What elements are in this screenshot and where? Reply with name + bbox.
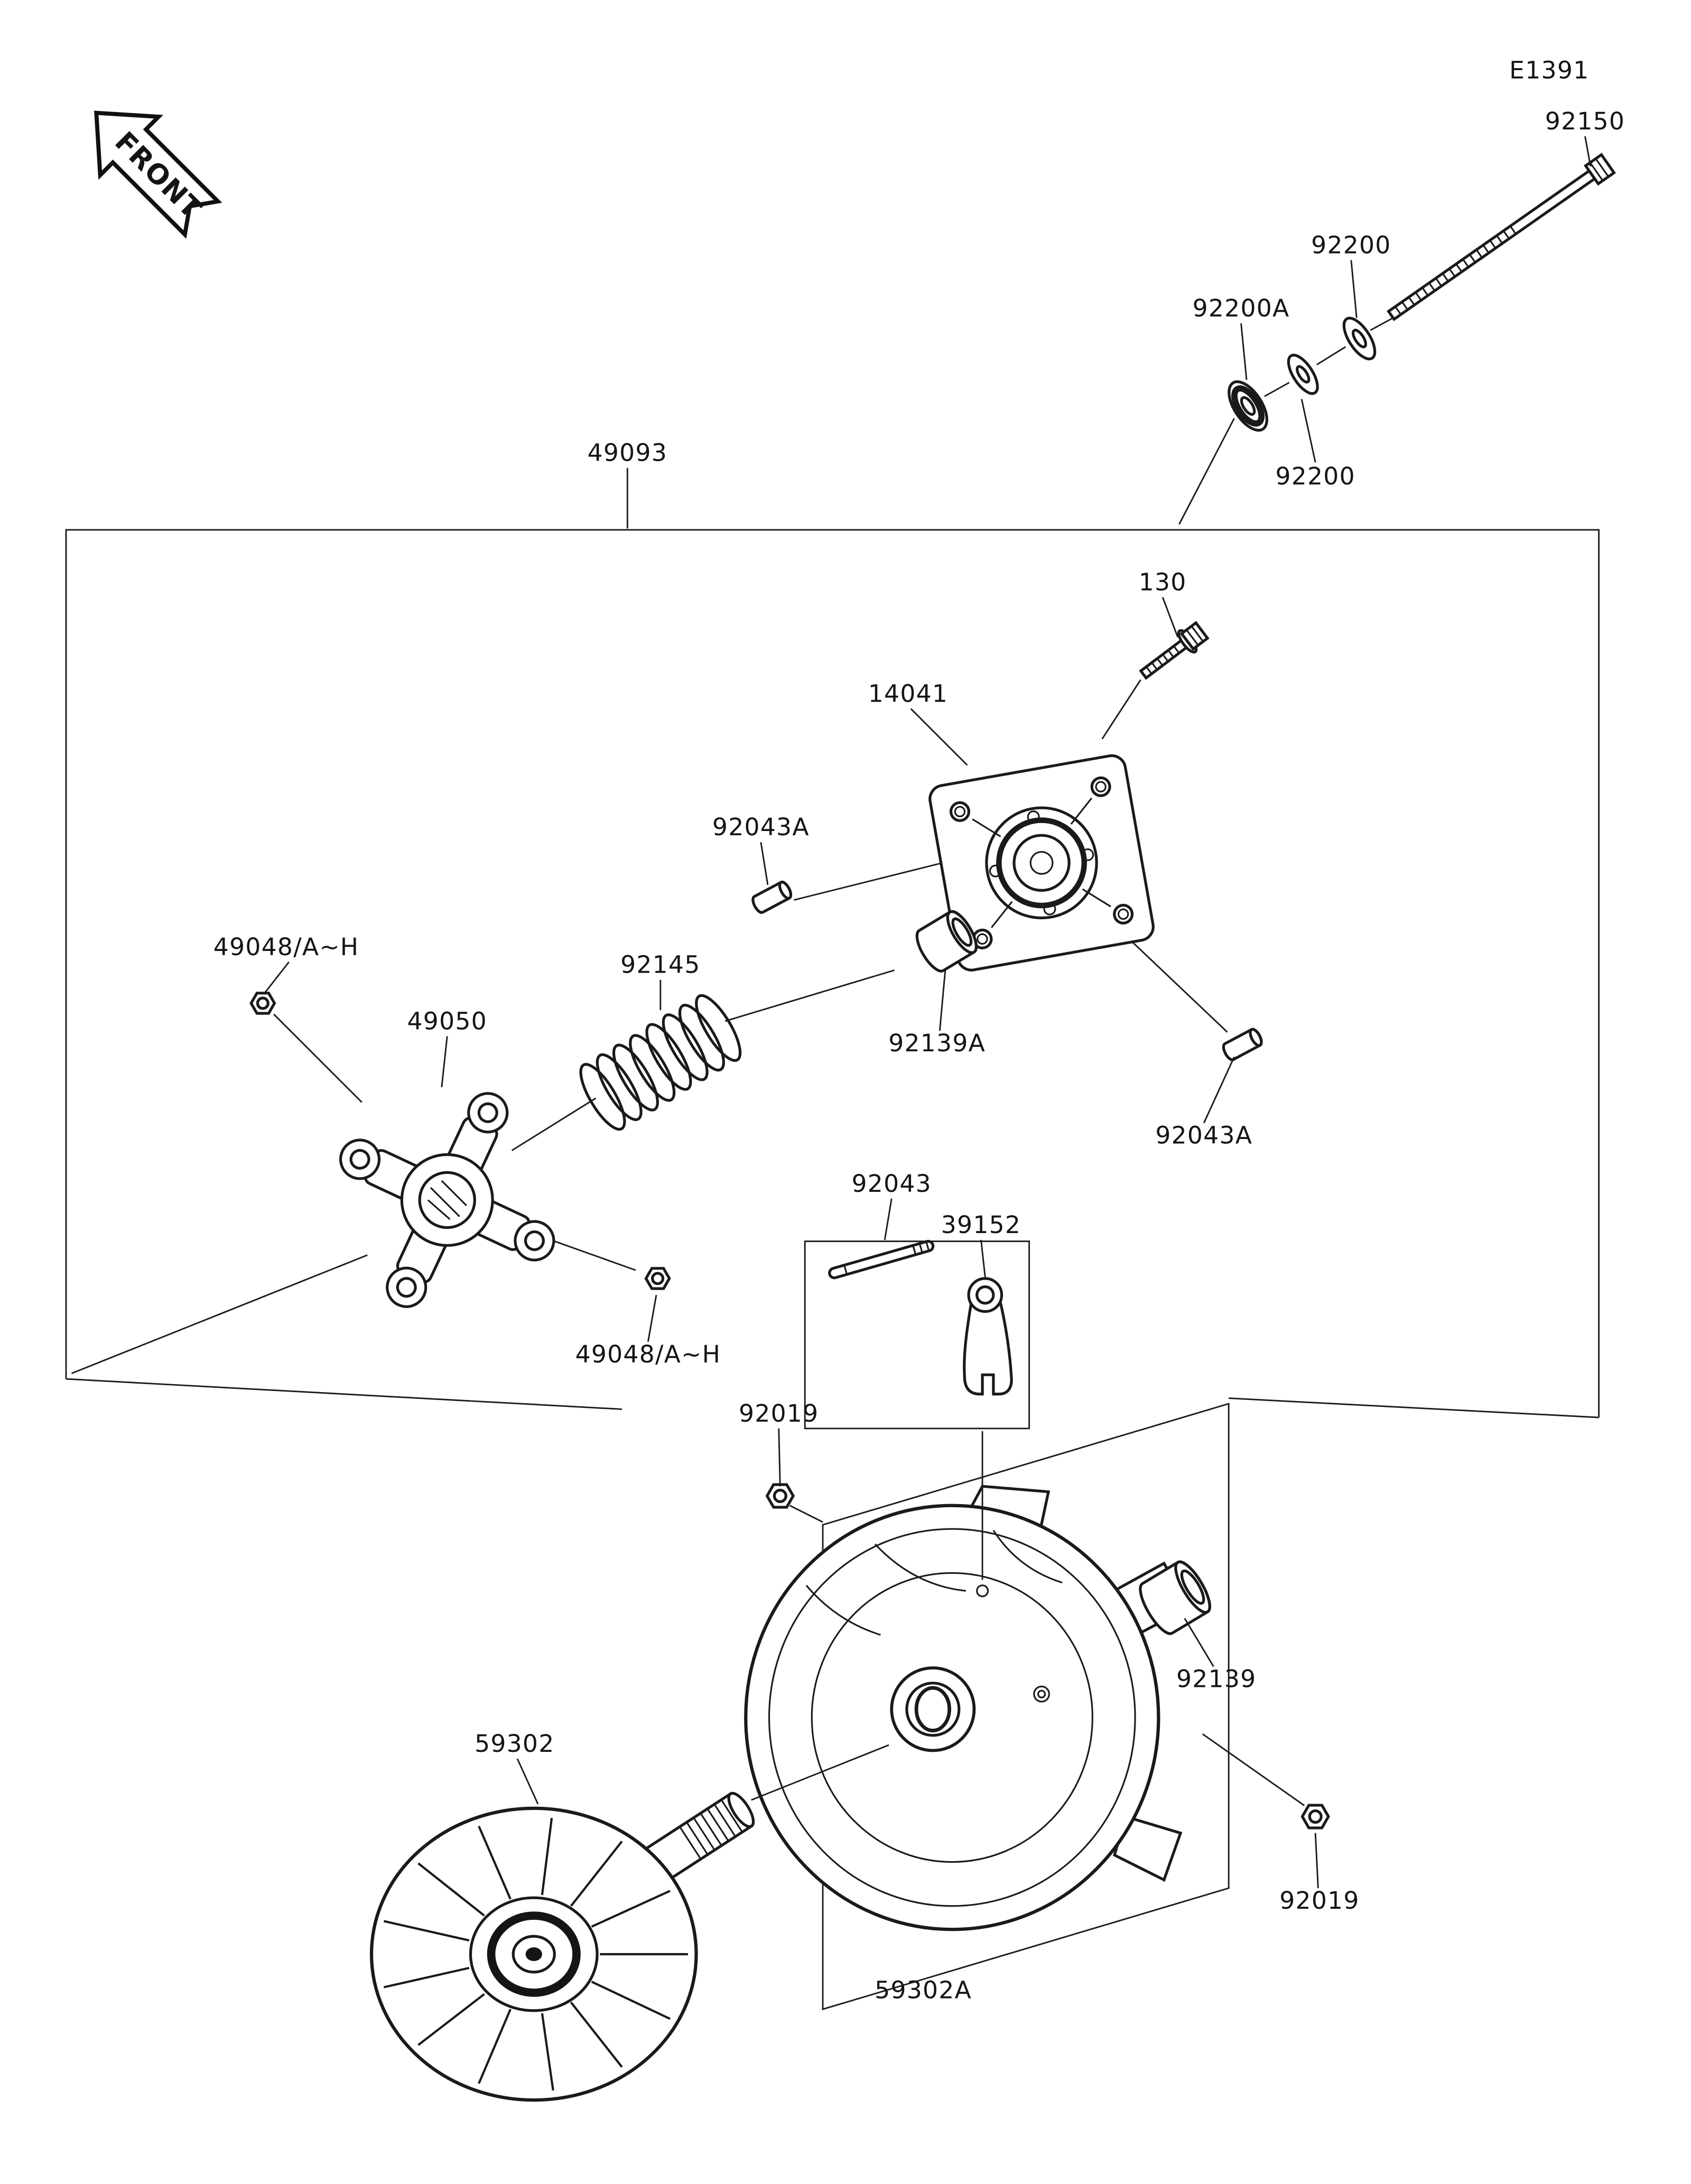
callout-39152: 39152 bbox=[941, 1211, 1021, 1239]
part-pin-92043A-left bbox=[751, 880, 793, 914]
part-washer-92200-upper bbox=[1342, 316, 1377, 361]
leader-92019-lower bbox=[1314, 1833, 1319, 1889]
axis-bolt130-plate bbox=[1101, 679, 1141, 740]
axis-nut-spider bbox=[273, 1013, 363, 1103]
part-spider-49050 bbox=[339, 1092, 555, 1308]
axis-nut-sheavebox bbox=[789, 1505, 823, 1523]
callout-92200-upper: 92200 bbox=[1311, 231, 1391, 259]
weight-group-box bbox=[804, 1240, 1030, 1430]
callout-92145: 92145 bbox=[620, 951, 700, 979]
callout-14041: 14041 bbox=[868, 679, 948, 707]
part-bolt-130 bbox=[1139, 621, 1210, 680]
main-group-box bbox=[65, 529, 1600, 1418]
part-weight-39152 bbox=[963, 1277, 1013, 1396]
callout-92043: 92043 bbox=[852, 1170, 932, 1198]
callout-92043A-left: 92043A bbox=[712, 813, 810, 841]
main-group-box-bottom-left bbox=[66, 1378, 622, 1410]
leader-92043 bbox=[884, 1198, 893, 1240]
callout-92019-lower: 92019 bbox=[1279, 1887, 1359, 1915]
callout-92200-lower: 92200 bbox=[1275, 462, 1355, 490]
axis-nut-sheave bbox=[1202, 1733, 1305, 1806]
leader-49050 bbox=[441, 1036, 448, 1088]
axis-spider-corner bbox=[71, 1254, 368, 1375]
callout-59302: 59302 bbox=[475, 1730, 554, 1758]
axis-spring-spider bbox=[511, 1097, 597, 1151]
part-movable-sheave-59302A bbox=[744, 1485, 1191, 1931]
callout-49048-lower: 49048/A~H bbox=[575, 1340, 721, 1368]
leader-92200-lower bbox=[1300, 399, 1316, 463]
axis-plate-pin bbox=[794, 858, 960, 901]
axis-washer-bearing bbox=[1264, 381, 1290, 397]
callout-92043A-right: 92043A bbox=[1155, 1122, 1252, 1150]
part-pin-92043 bbox=[828, 1239, 935, 1280]
leader-130 bbox=[1162, 597, 1179, 638]
axis-bearing-box bbox=[1178, 418, 1235, 525]
page-code: E1391 bbox=[1509, 56, 1589, 84]
fan-blades bbox=[383, 1817, 688, 2091]
part-spring-92145 bbox=[579, 994, 742, 1131]
part-nut-49048-left bbox=[249, 992, 276, 1015]
part-ramp-plate-14041 bbox=[928, 754, 1155, 972]
leader-49048-left bbox=[263, 961, 290, 994]
callout-49093: 49093 bbox=[588, 439, 667, 467]
callout-92150: 92150 bbox=[1545, 107, 1625, 135]
leader-92150 bbox=[1584, 136, 1592, 167]
leader-14041 bbox=[910, 708, 968, 766]
part-nut-92019-lower bbox=[1300, 1804, 1330, 1830]
leader-49048-lower bbox=[647, 1294, 657, 1342]
callout-130: 130 bbox=[1139, 568, 1187, 596]
part-bushing-92139 bbox=[1139, 1560, 1211, 1635]
part-nut-92019-upper bbox=[765, 1483, 795, 1509]
axis-spring-bushing bbox=[724, 969, 895, 1022]
axis-spider-nut2 bbox=[539, 1235, 636, 1271]
main-group-box-bottom-right bbox=[1229, 1397, 1599, 1418]
part-washer-92200-lower bbox=[1287, 353, 1319, 395]
leader-92019-upper bbox=[778, 1428, 781, 1487]
callout-49048-left: 49048/A~H bbox=[213, 933, 359, 961]
leader-92043A-right bbox=[1203, 1056, 1235, 1124]
part-bushing-92139A bbox=[915, 910, 978, 973]
leader-92043A-left bbox=[760, 842, 769, 885]
front-arrow-shape bbox=[94, 110, 222, 239]
leader-92200-upper bbox=[1350, 260, 1358, 318]
leader-92139 bbox=[1184, 1618, 1214, 1667]
part-bearing-92200A bbox=[1228, 380, 1268, 432]
callout-49050: 49050 bbox=[407, 1007, 487, 1035]
callout-92139: 92139 bbox=[1176, 1665, 1256, 1693]
callout-92200A: 92200A bbox=[1193, 294, 1290, 322]
leader-92200A bbox=[1240, 323, 1248, 380]
callout-92019-upper: 92019 bbox=[739, 1399, 819, 1427]
callout-92139A: 92139A bbox=[888, 1029, 986, 1057]
callout-leader-lines bbox=[263, 136, 1592, 1889]
axis-lines-over bbox=[751, 1431, 983, 1801]
leader-92139A bbox=[939, 970, 946, 1031]
part-fixed-sheave-59302 bbox=[369, 1791, 755, 2102]
leader-39152 bbox=[980, 1239, 986, 1277]
part-nut-49048-lower bbox=[644, 1267, 671, 1290]
leader-59302 bbox=[516, 1758, 539, 1805]
front-arrow: FRONT bbox=[94, 110, 222, 239]
axis-washer-washer bbox=[1316, 346, 1346, 366]
axis-shaft-hub bbox=[751, 1744, 889, 1801]
callout-59302A: 59302A bbox=[875, 1976, 972, 2004]
axis-plate-pin2 bbox=[1119, 929, 1228, 1033]
part-bolt-92150 bbox=[1387, 153, 1616, 321]
callout-labels: 92150 92200 92200A 92200 49093 130 14041… bbox=[213, 107, 1625, 2004]
part-pin-92043A-right bbox=[1222, 1028, 1263, 1061]
